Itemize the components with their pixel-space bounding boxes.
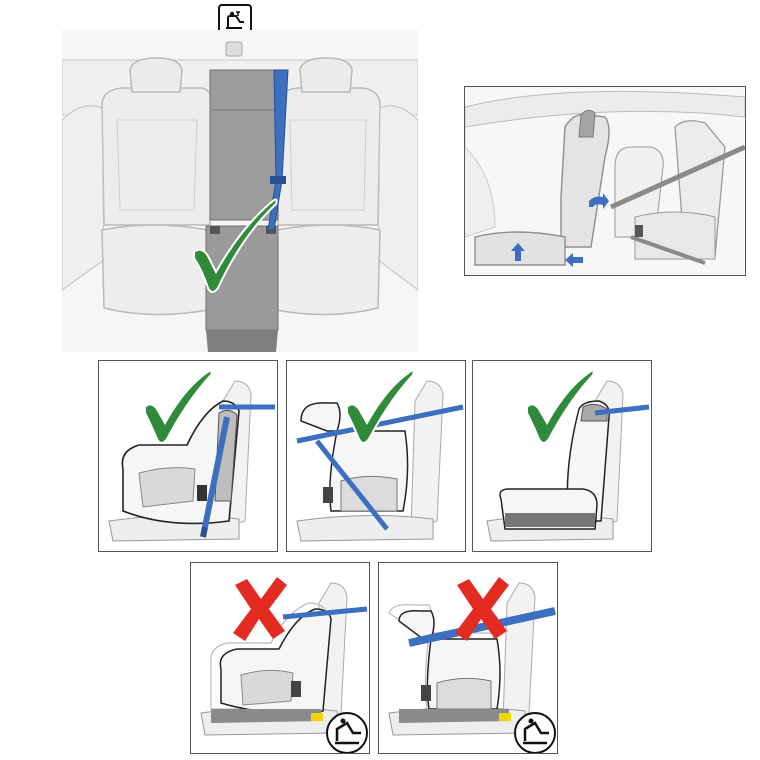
rear-seat-panel xyxy=(62,30,418,352)
isofix-wrong-panel-2 xyxy=(378,562,558,754)
belted-child-seat-panel xyxy=(98,360,278,552)
high-back-booster-panel xyxy=(286,360,466,552)
booster-seat-panel xyxy=(472,360,652,552)
isofix-wrong-panel-1 xyxy=(190,562,370,754)
seat-adjust-panel xyxy=(464,86,746,276)
